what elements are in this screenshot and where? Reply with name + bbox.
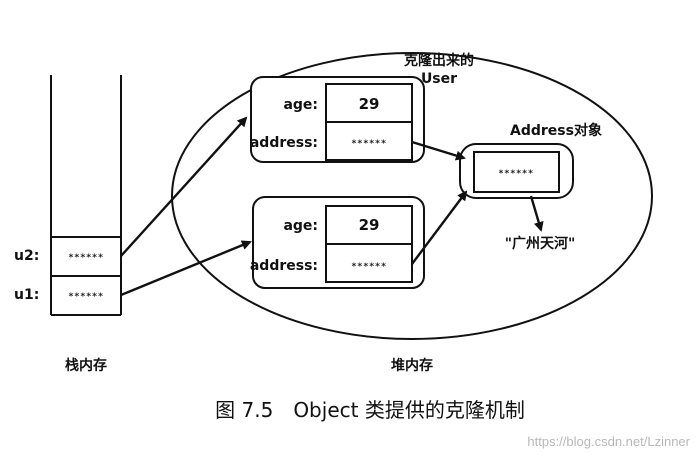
u1-to-original-user-arrow (120, 240, 252, 297)
original-address-value: ****** (351, 262, 387, 272)
cloned-address-value: ****** (351, 139, 387, 149)
original-user-object: age: address: 29 ****** (250, 196, 425, 289)
cloned-user-object: age: address: 29 ****** (250, 76, 425, 163)
original-address-label: address: (250, 258, 318, 274)
u1-variable-label: u1: (14, 287, 39, 303)
original-age-value: 29 (359, 216, 380, 234)
original-age-label: age: (283, 218, 318, 234)
cloned-user-label-line2: User (421, 71, 457, 87)
source-watermark: https://blog.csdn.net/Lzinner (527, 434, 690, 449)
object-to-string-arrow (529, 195, 544, 232)
cloned-address-field (325, 121, 413, 161)
cloned-address-to-object-arrow (411, 140, 466, 161)
figure-caption: 图 7.5 Object 类提供的克隆机制 (215, 398, 525, 422)
original-address-to-object-arrow (411, 190, 468, 265)
u2-to-cloned-user-arrow (120, 116, 248, 257)
original-age-field (325, 205, 413, 245)
stack-memory-label: 栈内存 (65, 357, 107, 374)
heap-memory-label: 堆内存 (391, 357, 433, 374)
cloned-user-label-line1: 克隆出来的 (404, 52, 474, 69)
heap-memory-ellipse (171, 52, 653, 340)
address-object-label: Address对象 (510, 122, 602, 139)
u1-reference-value: ****** (68, 292, 104, 302)
address-string-value: "广州天河" (505, 235, 576, 252)
stack-memory: ****** ****** (50, 75, 122, 316)
u2-reference-value: ****** (68, 253, 104, 263)
cloned-age-label: age: (283, 97, 318, 113)
address-object-value: ****** (498, 169, 534, 179)
cloned-age-value: 29 (359, 95, 380, 113)
address-object: ****** (459, 143, 574, 199)
u2-variable-label: u2: (14, 248, 39, 264)
cloned-address-label: address: (250, 135, 318, 151)
